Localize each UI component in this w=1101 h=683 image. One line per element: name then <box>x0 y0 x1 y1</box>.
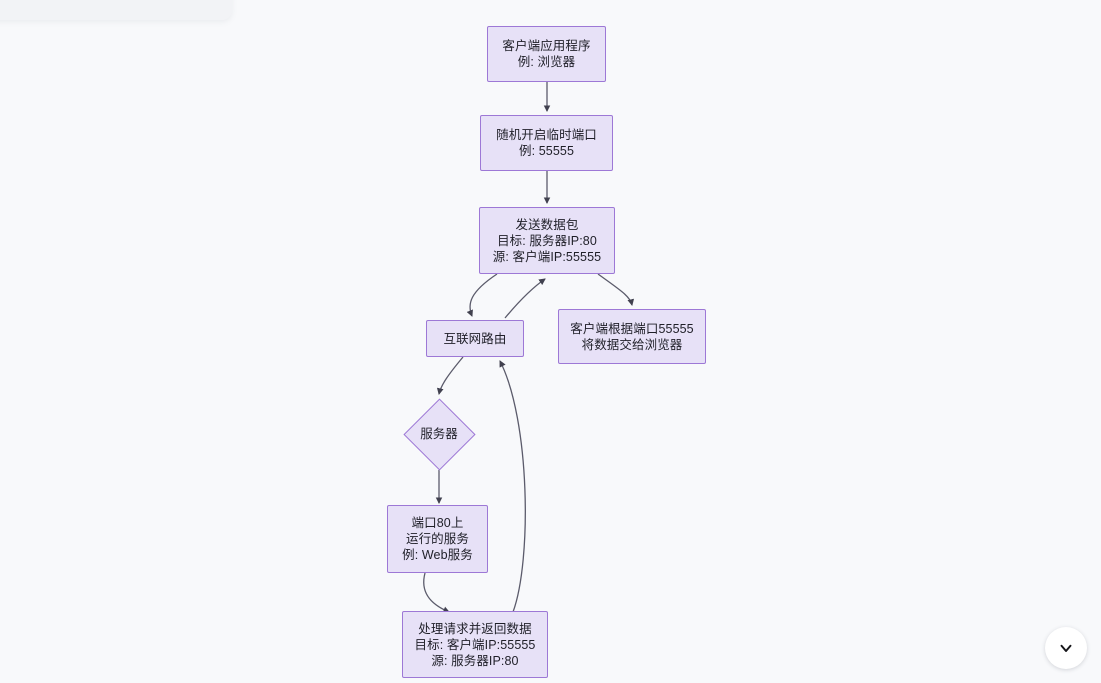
node-server[interactable]: 服务器 <box>402 397 476 471</box>
node-process-response-line-0: 处理请求并返回数据 <box>418 621 532 636</box>
node-send-packet-line-2: 源: 客户端IP:55555 <box>492 249 602 264</box>
node-internet-routing[interactable]: 互联网路由 <box>426 320 524 357</box>
node-ephemeral-port[interactable]: 随机开启临时端口 例: 55555 <box>480 115 613 171</box>
node-client-app-line-0: 客户端应用程序 <box>502 39 591 53</box>
node-port80-service-line-0: 端口80上 <box>411 516 464 530</box>
node-ephemeral-port-line-0: 随机开启临时端口 <box>496 128 597 142</box>
node-send-packet[interactable]: 发送数据包 目标: 服务器IP:80 源: 客户端IP:55555 <box>479 207 615 274</box>
edge-process-response-to-internet-routing <box>499 360 526 613</box>
node-process-response-line-1: 目标: 客户端IP:55555 <box>414 637 536 652</box>
ghost-panel <box>0 0 232 20</box>
edge-send-packet-to-client-deliver <box>597 273 635 306</box>
edge-send-packet-to-internet-routing <box>466 273 498 317</box>
edge-internet-routing-to-server <box>436 356 464 395</box>
node-send-packet-line-0: 发送数据包 <box>515 217 579 232</box>
node-process-response[interactable]: 处理请求并返回数据 目标: 客户端IP:55555 源: 服务器IP:80 <box>402 611 548 678</box>
node-process-response-line-2: 源: 服务器IP:80 <box>431 653 519 668</box>
scroll-down-button[interactable] <box>1045 627 1087 669</box>
node-client-deliver[interactable]: 客户端根据端口55555 将数据交给浏览器 <box>558 309 706 364</box>
chevron-down-icon <box>1057 639 1075 657</box>
node-client-deliver-line-1: 将数据交给浏览器 <box>581 337 683 352</box>
node-port80-service-line-1: 运行的服务 <box>405 532 469 546</box>
edge-internet-routing-to-send-packet <box>504 278 546 319</box>
edge-port80-service-to-process-response <box>423 572 450 613</box>
node-ephemeral-port-line-1: 例: 55555 <box>518 144 574 158</box>
node-client-app[interactable]: 客户端应用程序 例: 浏览器 <box>487 26 606 82</box>
node-internet-routing-line-0: 互联网路由 <box>443 331 507 346</box>
node-send-packet-line-1: 目标: 服务器IP:80 <box>497 233 597 248</box>
node-server-label: 服务器 <box>420 427 458 441</box>
node-client-app-line-1: 例: 浏览器 <box>517 55 576 69</box>
node-client-deliver-line-0: 客户端根据端口55555 <box>570 321 694 336</box>
node-port80-service-line-2: 例: Web服务 <box>402 548 473 562</box>
node-port80-service[interactable]: 端口80上 运行的服务 例: Web服务 <box>387 505 488 573</box>
